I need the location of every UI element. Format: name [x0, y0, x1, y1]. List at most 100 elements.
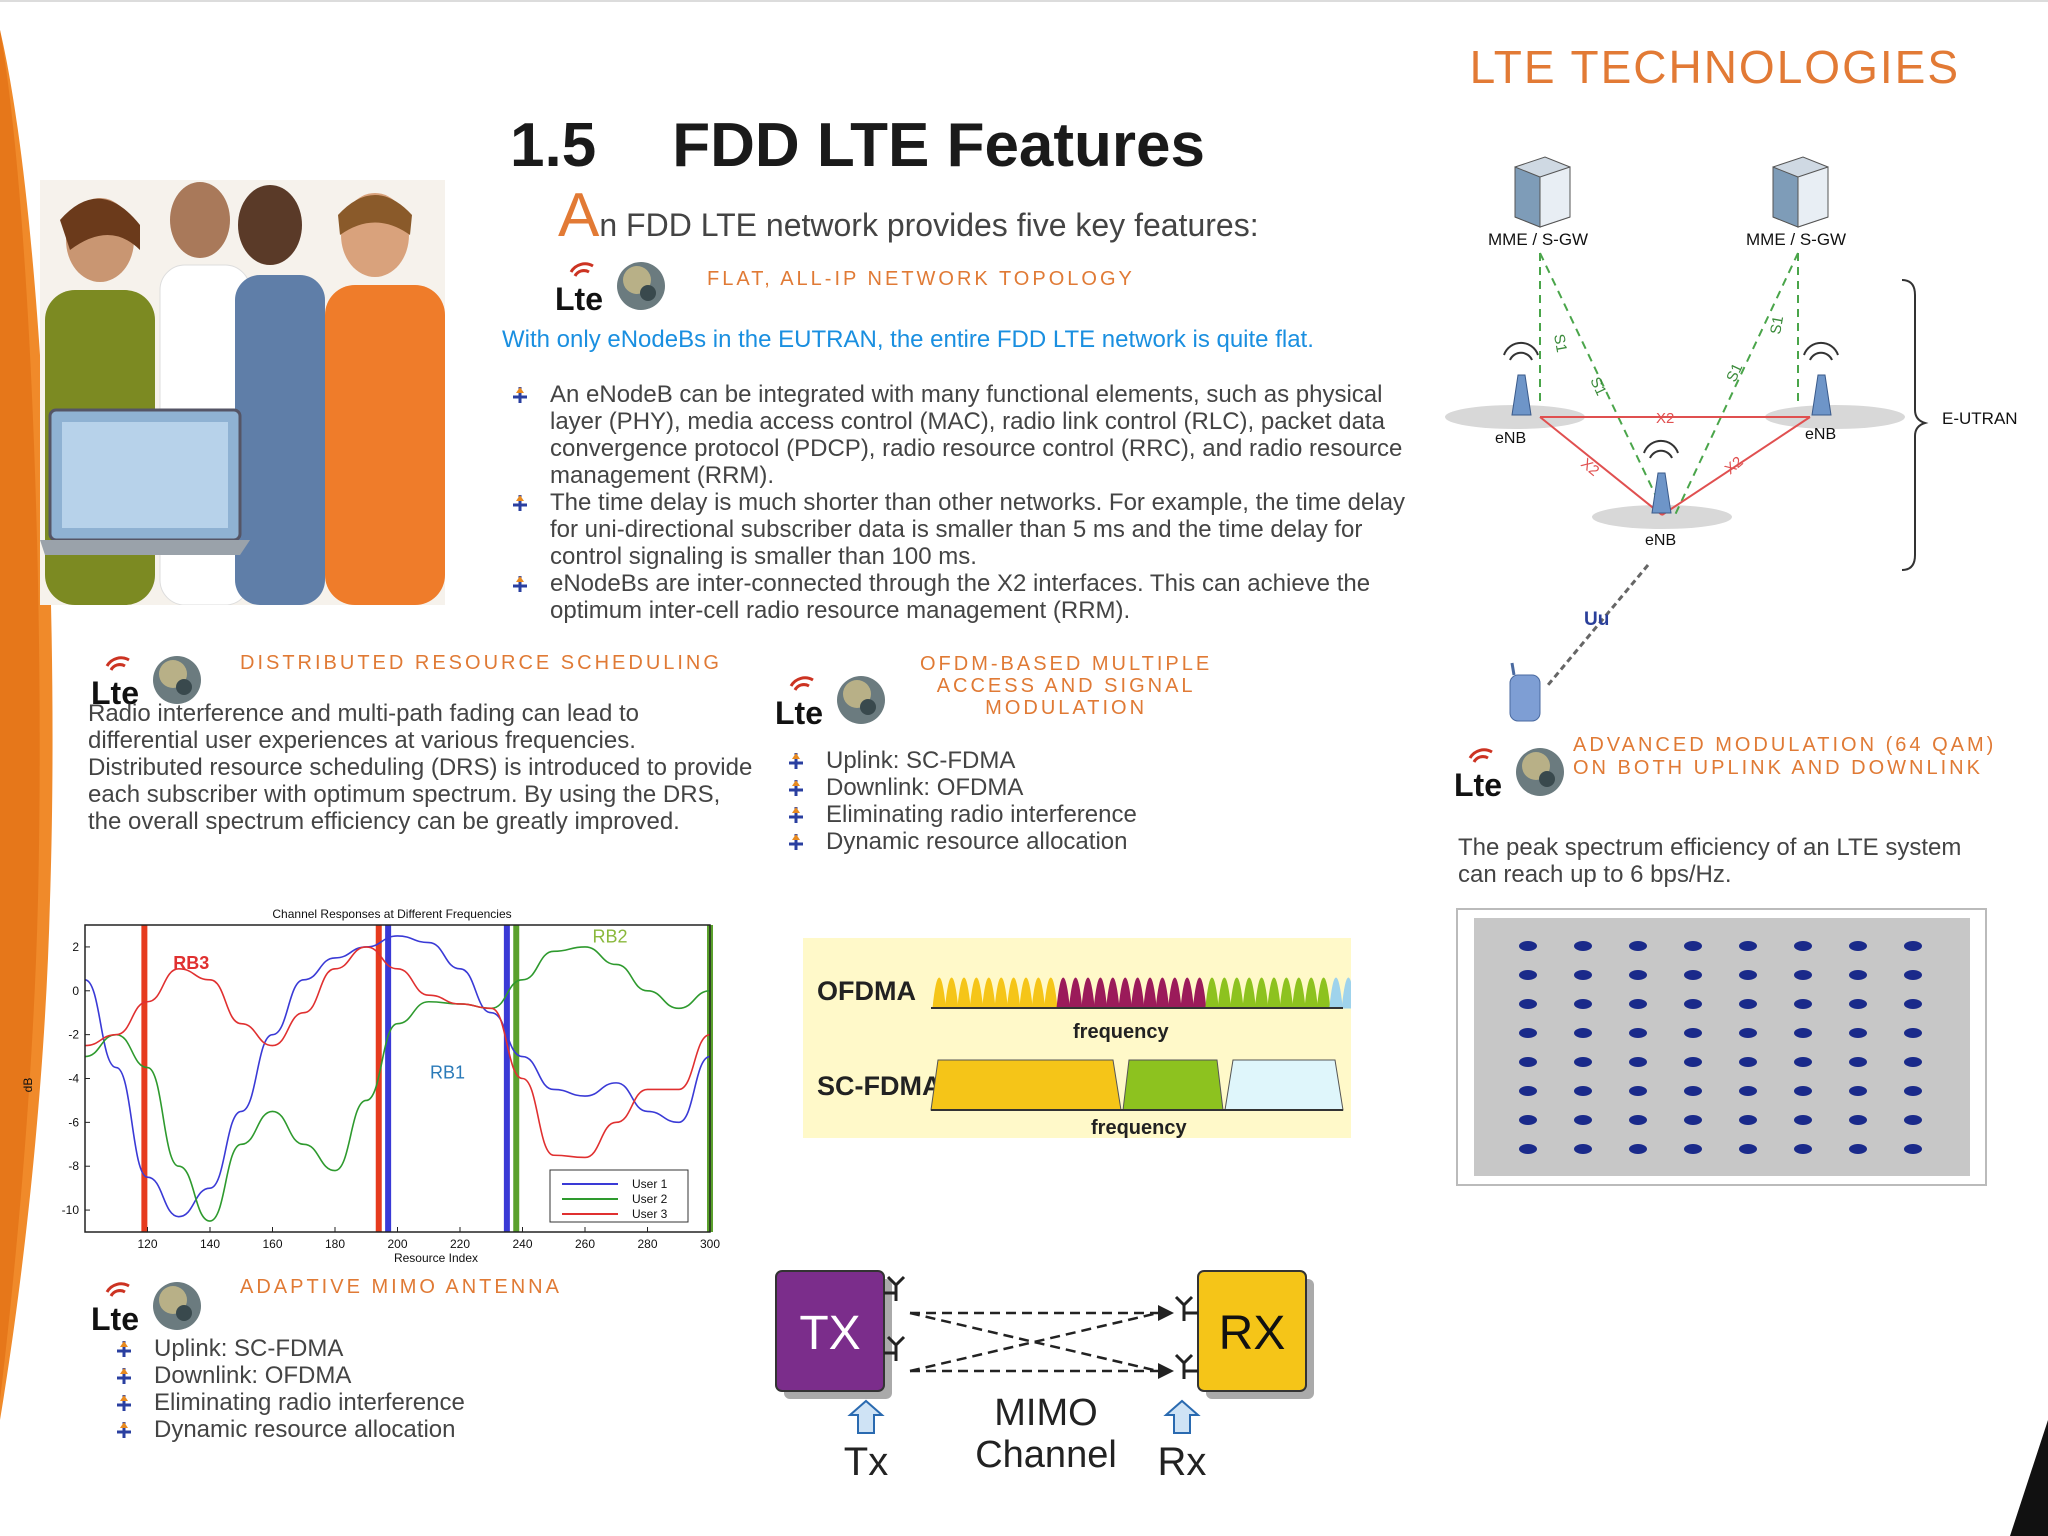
s1-links — [1539, 252, 1799, 516]
lte-logo-icon: Lte — [775, 676, 885, 731]
bullet-icon — [117, 1368, 131, 1384]
mimo-bullets: Uplink: SC-FDMA Downlink: OFDMA Eliminat… — [106, 1335, 626, 1443]
ofdma-subcarriers — [932, 977, 1351, 1009]
mimo-paths — [909, 1311, 1159, 1373]
x-tick-label: 260 — [575, 1237, 595, 1251]
drs-heading: DISTRIBUTED RESOURCE SCHEDULING — [240, 652, 722, 674]
list-item: Eliminating radio interference — [106, 1389, 626, 1416]
lte-logo-icon: Lte — [1454, 748, 1564, 803]
list-item: Downlink: OFDMA — [106, 1362, 626, 1389]
constellation-point — [1684, 1057, 1702, 1067]
constellation-point — [1629, 1115, 1647, 1125]
constellation-point — [1519, 1057, 1537, 1067]
subcarrier-peak — [1341, 977, 1351, 1009]
constellation-point — [1794, 1057, 1812, 1067]
constellation-point — [1519, 999, 1537, 1009]
qam-text: The peak spectrum efficiency of an LTE s… — [1458, 834, 1962, 888]
constellation-point — [1574, 1115, 1592, 1125]
lte-logo-icon: Lte — [555, 262, 665, 317]
constellation-point — [1849, 970, 1867, 980]
mme-server-icon — [1772, 156, 1829, 228]
legend-entry: User 1 — [632, 1177, 668, 1191]
constellation-point — [1904, 941, 1922, 951]
mobile-phone-icon — [1509, 662, 1541, 722]
legend-entry: User 3 — [632, 1207, 668, 1221]
y-tick-label: -6 — [68, 1115, 79, 1129]
svg-text:Lte: Lte — [1454, 767, 1502, 803]
intro-text: n FDD LTE network provides five key feat… — [599, 207, 1259, 243]
constellation-point — [1739, 1115, 1757, 1125]
constellation-point — [1684, 970, 1702, 980]
constellation-point — [1904, 999, 1922, 1009]
lte-logo-icon: Lte — [91, 656, 201, 711]
svg-text:Lte: Lte — [775, 695, 823, 731]
constellation-point — [1629, 1086, 1647, 1096]
qam-constellation — [1474, 918, 1970, 1176]
y-tick-label: -2 — [68, 1028, 79, 1042]
series-line — [84, 946, 711, 1222]
x-tick-label: 180 — [325, 1237, 345, 1251]
constellation-point — [1739, 1144, 1757, 1154]
mme-label: MME / S-GW — [1488, 230, 1588, 249]
constellation-point — [1849, 1028, 1867, 1038]
rb-annotation: RB2 — [592, 927, 627, 947]
enb-label: eNB — [1805, 426, 1836, 443]
list-item: Downlink: OFDMA — [778, 774, 1278, 801]
enb-shadow — [1592, 505, 1732, 529]
bullet-icon — [513, 387, 527, 403]
constellation-point — [1629, 1057, 1647, 1067]
qam-constellation-frame — [1456, 908, 1987, 1186]
constellation-point — [1849, 1086, 1867, 1096]
enb-antenna-icon — [1643, 439, 1679, 514]
constellation-point — [1574, 1028, 1592, 1038]
constellation-point — [1794, 970, 1812, 980]
flat-topology-lead: With only eNodeBs in the EUTRAN, the ent… — [502, 326, 1314, 353]
rx-caption: Rx — [1158, 1440, 1207, 1484]
mme-label: MME / S-GW — [1746, 230, 1846, 249]
svg-text:X2: X2 — [1656, 410, 1674, 427]
section-number: 1.5 — [510, 111, 597, 180]
constellation-point — [1904, 1057, 1922, 1067]
svg-text:S1: S1 — [1767, 315, 1787, 336]
constellation-point — [1684, 1028, 1702, 1038]
uu-label: Uu — [1584, 609, 1609, 630]
bullet-icon — [513, 495, 527, 511]
constellation-point — [1629, 1028, 1647, 1038]
constellation-point — [1574, 1057, 1592, 1067]
constellation-point — [1684, 941, 1702, 951]
x-tick-label: 160 — [262, 1237, 282, 1251]
constellation-point — [1904, 1115, 1922, 1125]
list-item: Eliminating radio interference — [778, 801, 1278, 828]
constellation-point — [1574, 1086, 1592, 1096]
channel-response-chart: Channel Responses at Different Frequenci… — [21, 907, 720, 1265]
list-item: eNodeBs are inter-connected through the … — [502, 570, 1437, 624]
enb-antenna-icon — [1803, 341, 1839, 416]
constellation-point — [1849, 941, 1867, 951]
constellation-point — [1794, 1028, 1812, 1038]
tx-block — [775, 1270, 885, 1392]
constellation-point — [1519, 1086, 1537, 1096]
chart-legend: User 1 User 2 User 3 — [549, 1169, 689, 1223]
y-tick-label: -4 — [68, 1072, 79, 1086]
ofdm-heading: OFDM-BASED MULTIPLE ACCESS AND SIGNAL MO… — [920, 653, 1213, 719]
y-tick-label: 2 — [72, 940, 79, 954]
channel-caption: Channel — [975, 1434, 1117, 1476]
svg-text:X2: X2 — [1577, 455, 1602, 480]
eutran-brace — [1901, 279, 1929, 571]
list-item: Uplink: SC-FDMA — [106, 1335, 626, 1362]
constellation-point — [1739, 999, 1757, 1009]
enb-antenna-icon — [1503, 341, 1539, 416]
team-photo — [40, 180, 445, 605]
constellation-point — [1574, 970, 1592, 980]
enb-label: eNB — [1645, 532, 1676, 549]
enb-label: eNB — [1495, 430, 1526, 447]
qam-heading: ADVANCED MODULATION (64 QAM) ON BOTH UPL… — [1573, 734, 1997, 779]
intro-dropcap: A — [558, 181, 600, 250]
mimo-heading: ADAPTIVE MIMO ANTENNA — [240, 1276, 562, 1298]
y-axis-label: dB — [21, 1078, 35, 1093]
ofdma-scfdma-diagram: OFDMA SC-FDMA frequency frequency — [803, 938, 1351, 1138]
ofdma-label: OFDMA — [817, 976, 916, 1006]
orange-stripe-decoration — [0, 30, 53, 1420]
constellation-point — [1684, 999, 1702, 1009]
constellation-point — [1519, 941, 1537, 951]
